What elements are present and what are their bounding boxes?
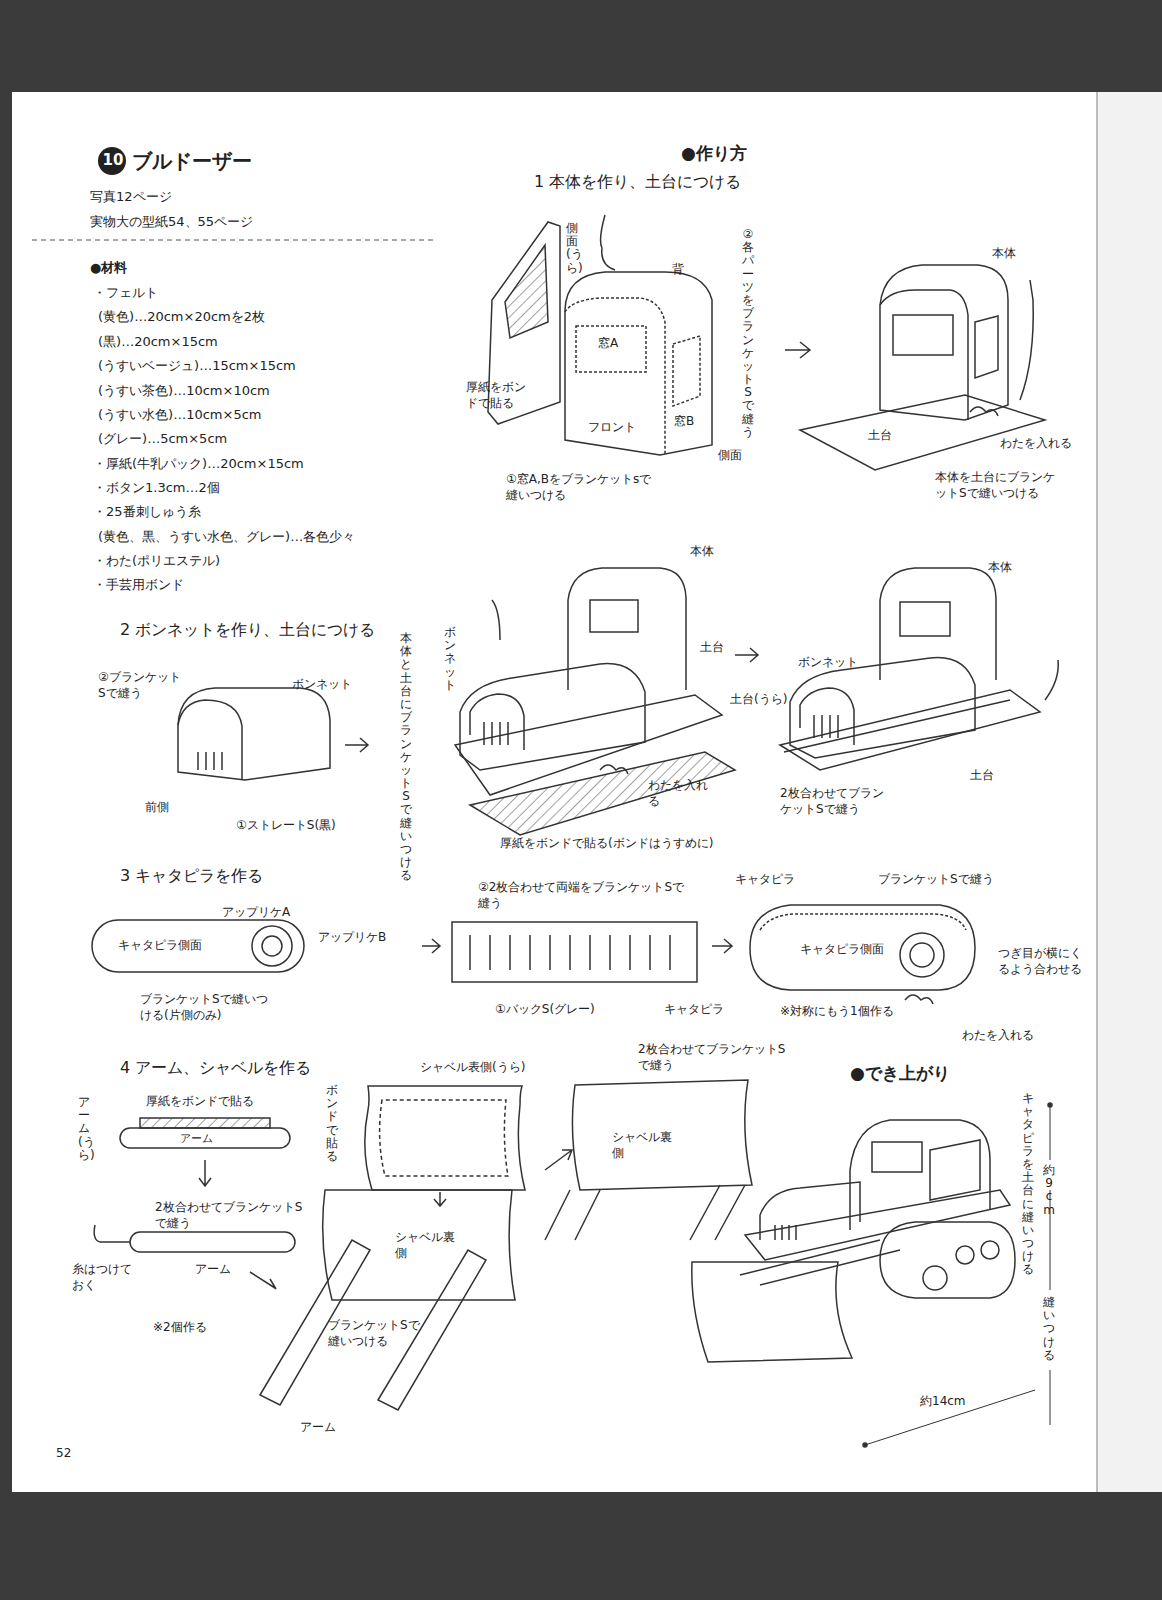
part-name: ボンネット xyxy=(292,677,352,693)
part-name: キャタピラ側面 xyxy=(800,942,884,958)
part-name: シャベル裏側 xyxy=(612,1130,682,1161)
note: 実物大の型紙54、55ページ xyxy=(90,214,253,231)
heading: ●作り方 xyxy=(681,142,747,164)
material: (グレー)…5cm×5cm xyxy=(98,431,227,448)
material: ・わた(ポリエステル) xyxy=(93,553,220,570)
note: 厚紙をボンドで貼る xyxy=(146,1094,254,1110)
note: 2枚合わせてブランケットSで縫う xyxy=(638,1042,788,1073)
note: ①ストレートS(黒) xyxy=(236,818,336,834)
part-name: 前側 xyxy=(145,800,169,816)
note: ※2個作る xyxy=(153,1320,207,1336)
part-name: 背 xyxy=(672,262,684,278)
note: 2枚合わせてブランケットSで縫う xyxy=(780,786,890,817)
material: ・フェルト xyxy=(93,285,158,302)
step-heading: 3 キャタピラを作る xyxy=(120,866,263,887)
heading: ●でき上がり xyxy=(850,1062,950,1084)
note: ブランケットSで縫いつける xyxy=(328,1318,428,1349)
dimension: 約9cm xyxy=(1043,1164,1055,1217)
material: ・ボタン1.3cm…2個 xyxy=(93,480,220,497)
part-name: アーム(うら) xyxy=(78,1096,90,1162)
note: わたを入れる xyxy=(648,778,708,809)
part-name: 本体 xyxy=(988,560,1012,576)
note: 写真12ページ xyxy=(90,189,172,206)
dimension: 約14cm xyxy=(920,1394,966,1410)
material: (黄色)…20cm×20cmを2枚 xyxy=(98,309,265,326)
note: キャタピラを土台に縫いつける xyxy=(1022,1092,1034,1277)
material: ・25番刺しゅう糸 xyxy=(93,504,201,521)
callout-number: 10 xyxy=(99,151,127,171)
note: ①窓A,Bをブランケットsで縫いつける xyxy=(506,472,656,503)
note: つぎ目が横にくるよう合わせる xyxy=(998,946,1088,977)
note: 厚紙をボンドで貼る xyxy=(466,380,528,411)
note: ブランケットSで縫う xyxy=(878,872,994,888)
material: (うすい水色)…10cm×5cm xyxy=(98,407,261,424)
note: 本体を土台にブランケットSで縫いつける xyxy=(935,470,1055,501)
step-heading: 1 本体を作り、土台につける xyxy=(534,172,741,193)
part-name: 土台 xyxy=(868,428,892,444)
part-name: 土台(うら) xyxy=(730,692,787,708)
note: 厚紙をボンドで貼る(ボンドはうすめに) xyxy=(500,836,720,852)
part-name: ボンネット xyxy=(798,655,858,671)
material: (黒)…20cm×15cm xyxy=(98,334,218,351)
part-name: 本体 xyxy=(992,246,1016,262)
material: ・手芸用ボンド xyxy=(93,577,184,594)
note: ②ブランケットSで縫う xyxy=(98,670,188,701)
page-number: 52 xyxy=(56,1446,71,1462)
note: ①バックS(グレー) xyxy=(495,1002,595,1018)
part-name: アーム xyxy=(195,1262,231,1278)
part-name: 本体 xyxy=(690,544,714,560)
part-name: キャタピラ側面 xyxy=(118,938,202,954)
note: ②2枚合わせて両端をブランケットSで縫う xyxy=(478,880,688,911)
part-name: ボンネット xyxy=(444,626,456,692)
note: 本体と土台にブランケットSで縫いつける xyxy=(400,632,412,883)
note: 縫いつける xyxy=(1043,1296,1055,1362)
part-name: フロント xyxy=(588,420,636,436)
part-name: 土台 xyxy=(700,640,724,656)
part-name: 側面 xyxy=(718,448,742,464)
part-name: アーム xyxy=(180,1132,213,1146)
part-name: 土台 xyxy=(970,768,994,784)
note: ②各パーツをブランケットSで縫う xyxy=(742,228,754,439)
part-name: 窓A xyxy=(598,336,618,352)
heading: ●材料 xyxy=(90,260,127,277)
part-name: 窓B xyxy=(674,414,694,430)
note: 2枚合わせてブランケットSで縫う xyxy=(155,1200,305,1231)
step-heading: 2 ボンネットを作り、土台につける xyxy=(120,620,375,641)
part-name: シャベル表側(うら) xyxy=(420,1060,540,1076)
note: 糸はつけておく xyxy=(72,1262,142,1293)
title: ブルドーザー xyxy=(132,148,252,174)
note: わたを入れる xyxy=(962,1028,1034,1044)
part-name: アップリケB xyxy=(318,930,386,946)
part-name: シャベル裏側 xyxy=(395,1230,465,1261)
material: (うすい茶色)…10cm×10cm xyxy=(98,383,270,400)
note: ブランケットSで縫いつける(片側のみ) xyxy=(140,992,270,1023)
part-name: アップリケA xyxy=(222,905,290,921)
material: (うすいベージュ)…15cm×15cm xyxy=(98,358,296,375)
material: ・厚紙(牛乳パック)…20cm×15cm xyxy=(93,456,304,473)
note: ボンドで貼る xyxy=(326,1084,338,1163)
part-name: キャタピラ xyxy=(664,1002,724,1018)
part-name: キャタピラ xyxy=(735,872,795,888)
step-heading: 4 アーム、シャベルを作る xyxy=(120,1058,311,1079)
note: ※対称にもう1個作る xyxy=(780,1004,900,1020)
material: (黄色、黒、うすい水色、グレー)…各色少々 xyxy=(98,529,355,546)
note: わたを入れる xyxy=(1000,436,1072,452)
part-name: アーム xyxy=(300,1420,336,1436)
part-name: 側面(うら) xyxy=(566,222,578,275)
